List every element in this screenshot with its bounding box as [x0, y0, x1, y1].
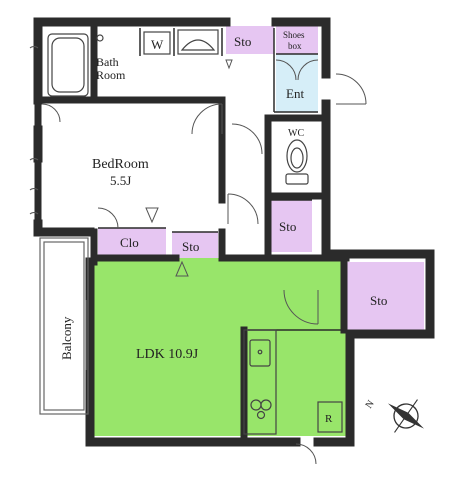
refrigerator-label: R — [325, 413, 333, 425]
bathtub — [47, 33, 104, 97]
balcony-label: Balcony — [59, 316, 74, 360]
compass-north-label: N — [364, 398, 377, 410]
entrance-label: Ent — [286, 86, 304, 101]
storage-wc-side-label: Sto — [279, 219, 296, 234]
closet-floor — [98, 228, 166, 256]
bedroom-size-label: 5.5J — [110, 173, 131, 188]
window-marks — [29, 46, 39, 215]
shoes-box-floor — [276, 26, 318, 54]
entrance-floor — [276, 54, 318, 112]
shoes-box-label-1: Shoes — [283, 30, 305, 40]
exterior-walls — [33, 17, 435, 447]
ldk-floor — [94, 258, 346, 436]
compass-icon — [387, 399, 425, 433]
storage-right-floor — [344, 262, 424, 332]
toilet — [285, 139, 309, 185]
storage-hall-floor — [172, 232, 218, 258]
thin-dividers — [98, 28, 344, 331]
storage-wc-side-floor — [270, 200, 312, 252]
shoes-box-label-2: box — [288, 41, 302, 51]
storage-hall-label: Sto — [182, 239, 199, 254]
closet-label: Clo — [120, 235, 139, 250]
kitchen-counter — [243, 329, 343, 435]
balcony-area — [39, 237, 89, 415]
storage-top-floor — [226, 26, 274, 54]
door-swings — [41, 59, 367, 465]
wc-label: WC — [288, 128, 304, 139]
washbasin — [177, 29, 219, 55]
washer-label: W — [151, 37, 164, 52]
bath-room-label: Bath — [96, 55, 119, 69]
bedroom-label: BedRoom — [92, 157, 149, 172]
storage-right-label: Sto — [370, 293, 387, 308]
ldk-label: LDK 10.9J — [136, 347, 199, 362]
washer-box — [143, 31, 171, 55]
bath-room-label-2: Room — [96, 68, 126, 82]
storage-top-label: Sto — [234, 34, 251, 49]
